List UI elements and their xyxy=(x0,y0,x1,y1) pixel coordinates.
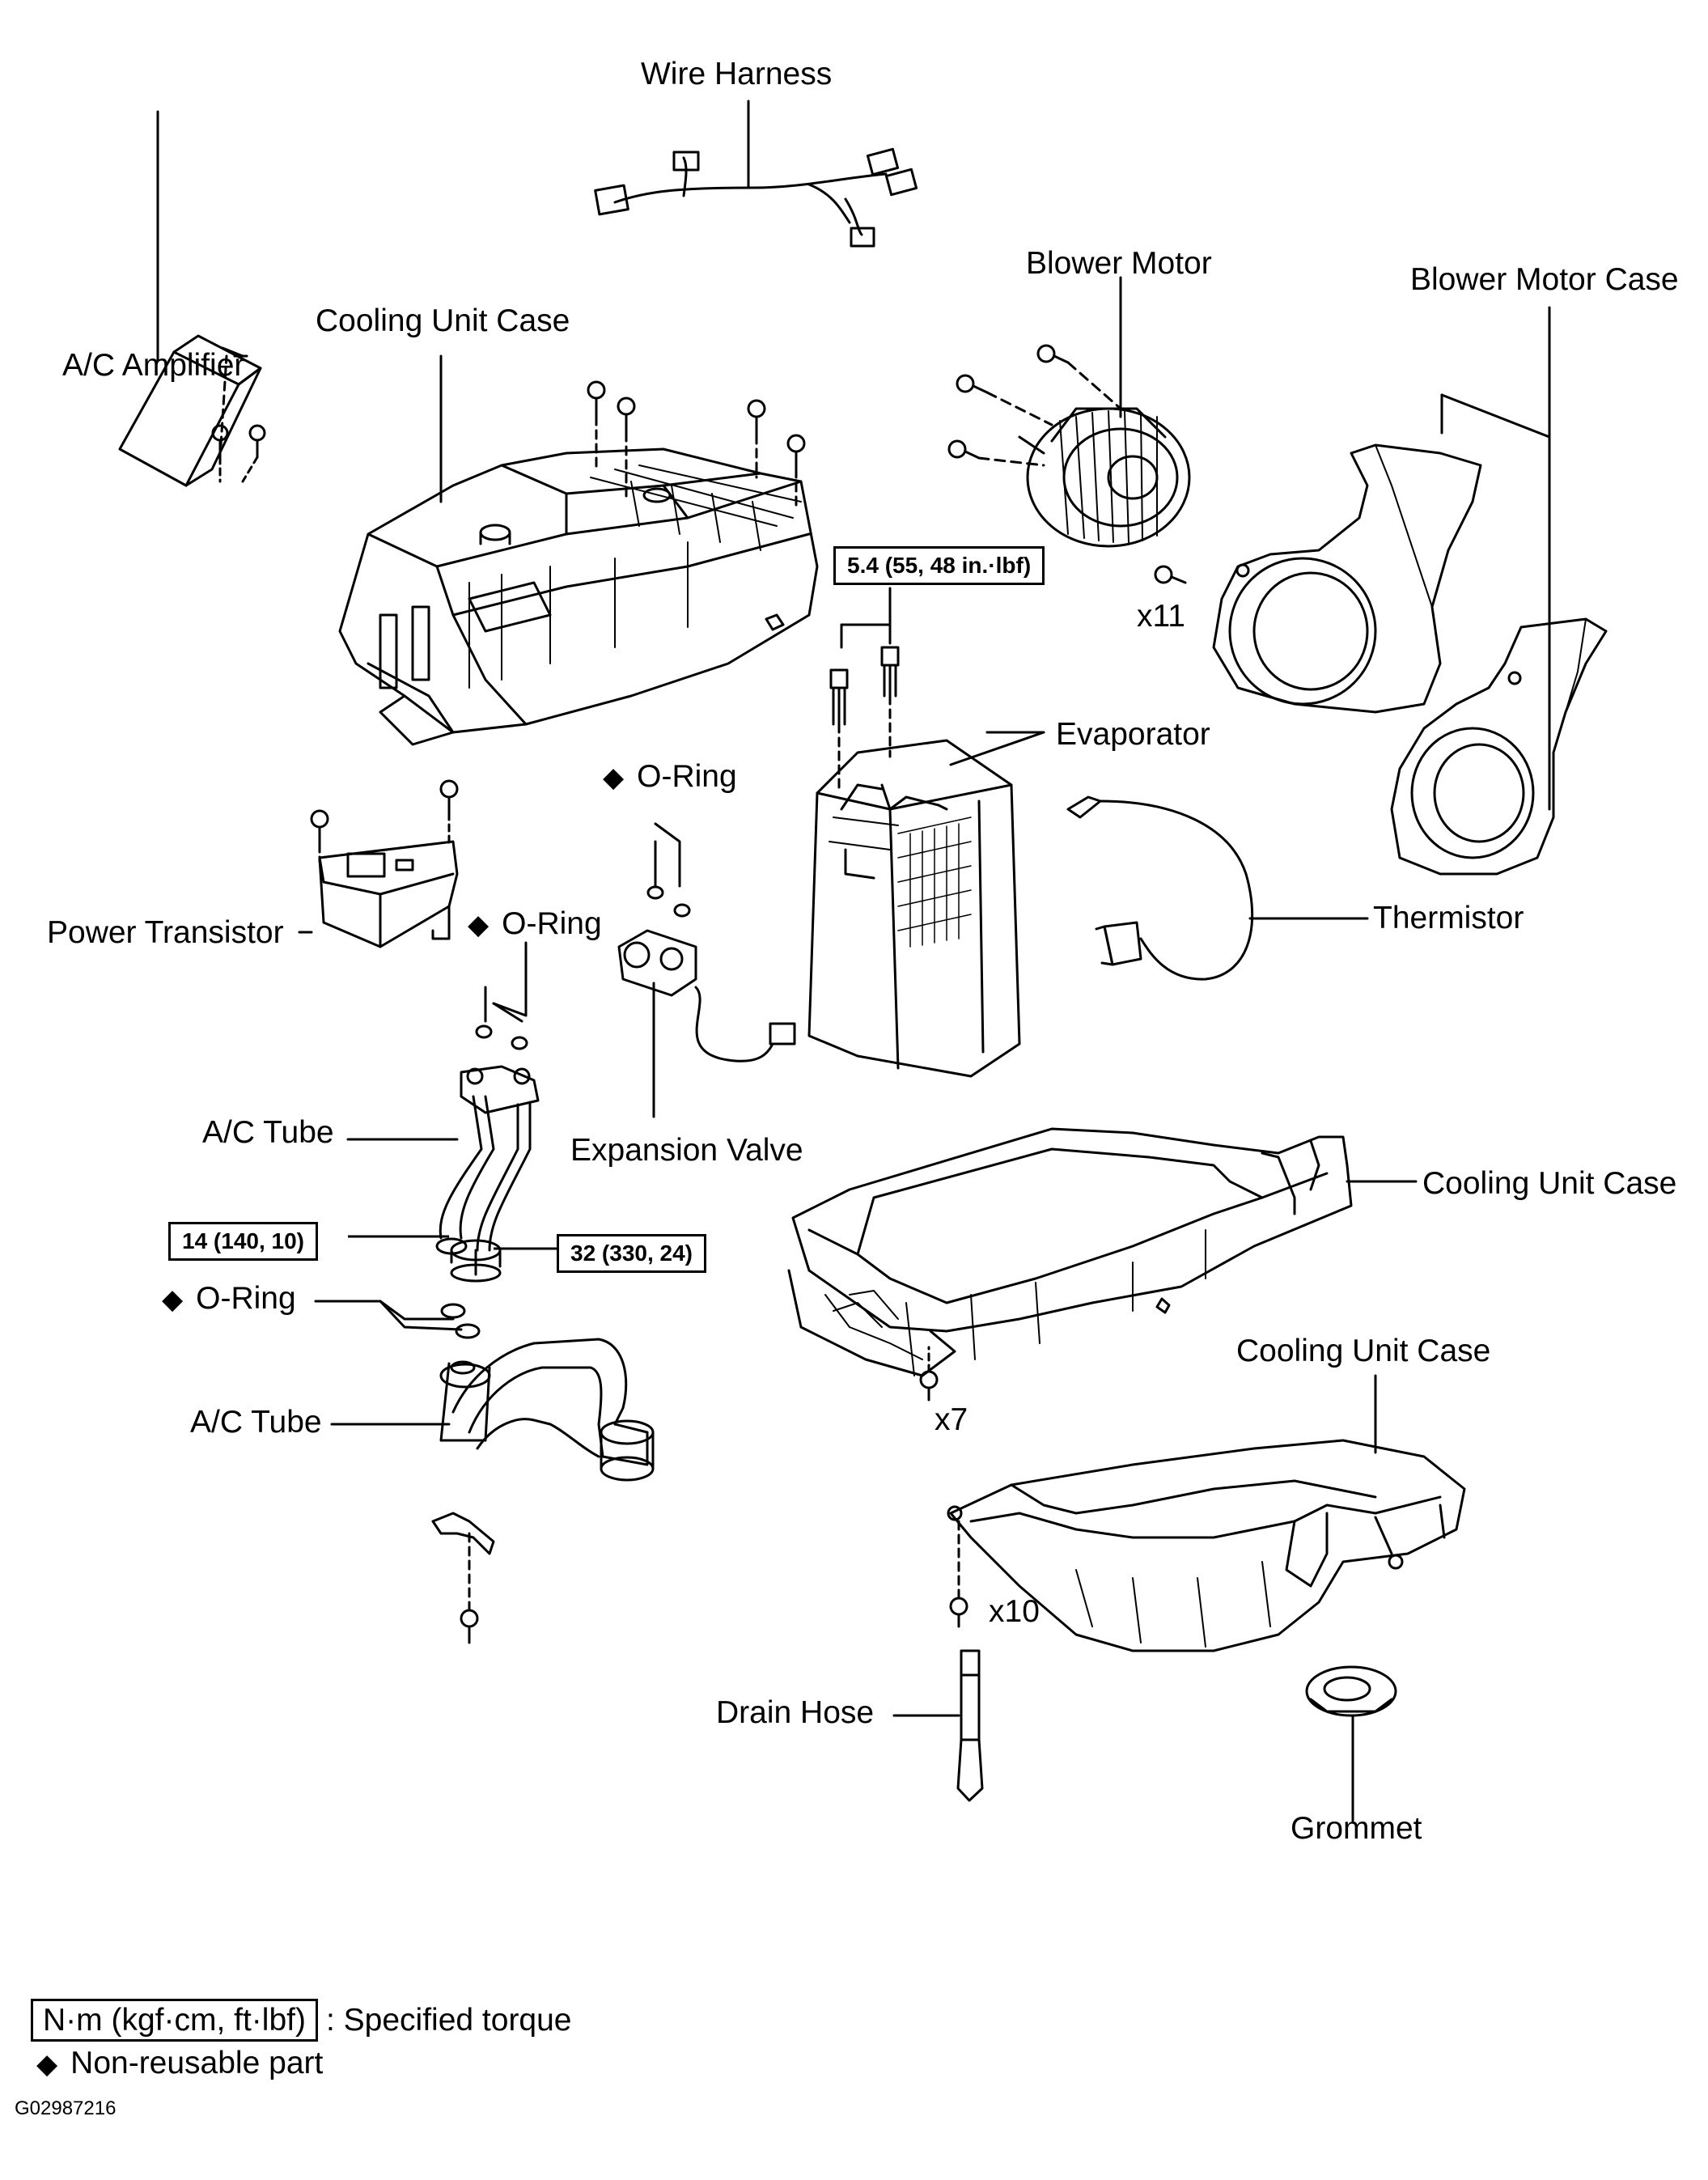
torque-box-evaporator-bolt: 5.4 (55, 48 in.·lbf) xyxy=(833,546,1045,585)
label-x11: x11 xyxy=(1137,599,1185,634)
legend-torque: N·m (kgf·cm, ft·lbf): Specified torque xyxy=(31,1999,572,2042)
label-expansion-valve: Expansion Valve xyxy=(570,1133,803,1168)
blower-motor-case-part xyxy=(1212,306,1608,876)
o-ring-upper-text: O-Ring xyxy=(637,759,737,794)
legend-non-reusable: ◆ Non-reusable part xyxy=(36,2047,323,2079)
non-reusable-symbol: ◆ xyxy=(603,761,625,794)
label-x10: x10 xyxy=(989,1594,1040,1629)
label-evaporator: Evaporator xyxy=(1056,717,1210,752)
label-ac-amplifier: A/C Amplifier xyxy=(62,348,245,383)
torque-box-tube-nut-large: 32 (330, 24) xyxy=(557,1234,706,1273)
label-wire-harness: Wire Harness xyxy=(641,57,833,91)
screw-set-upper-case xyxy=(587,380,806,511)
label-o-ring-middle: ◆ O-Ring xyxy=(468,908,602,939)
tube-clip-part xyxy=(431,1512,495,1644)
cooling-unit-case-middle-part xyxy=(787,1127,1418,1402)
legend-torque-text: : Specified torque xyxy=(325,2003,572,2038)
evaporator-part xyxy=(807,587,1045,1078)
label-x7: x7 xyxy=(935,1402,968,1437)
ac-tube-upper-part xyxy=(346,1065,540,1283)
wire-harness-part xyxy=(594,100,918,248)
legend-non-reusable-text: Non-reusable part xyxy=(70,2046,324,2080)
expansion-valve-part xyxy=(617,929,796,1118)
non-reusable-symbol: ◆ xyxy=(468,909,490,941)
label-grommet: Grommet xyxy=(1291,1811,1422,1846)
label-thermistor: Thermistor xyxy=(1373,901,1524,935)
label-cooling-unit-case-upper: Cooling Unit Case xyxy=(316,303,570,338)
label-blower-motor-case: Blower Motor Case xyxy=(1410,262,1679,297)
o-ring-lower-text: O-Ring xyxy=(196,1281,296,1316)
non-reusable-symbol: ◆ xyxy=(162,1283,184,1316)
ac-amplifier-part xyxy=(118,110,266,487)
cooling-unit-case-lower-part xyxy=(947,1374,1466,1652)
label-blower-motor: Blower Motor xyxy=(1026,246,1212,281)
label-cooling-unit-case-lower: Cooling Unit Case xyxy=(1236,1334,1491,1368)
drain-hose-part xyxy=(892,1649,984,1802)
thermistor-part xyxy=(1066,795,1369,981)
o-ring-lower-part xyxy=(314,1300,481,1339)
o-ring-upper-part xyxy=(646,822,691,918)
non-reusable-symbol: ◆ xyxy=(36,2048,58,2080)
label-ac-tube-upper: A/C Tube xyxy=(202,1115,334,1150)
figure-code: G02987216 xyxy=(15,2097,117,2119)
label-ac-tube-lower: A/C Tube xyxy=(190,1405,322,1440)
o-ring-middle-part xyxy=(475,941,528,1050)
label-cooling-unit-case-middle: Cooling Unit Case xyxy=(1422,1166,1677,1201)
grommet-part xyxy=(1305,1665,1397,1822)
label-drain-hose: Drain Hose xyxy=(716,1695,875,1730)
ac-tube-lower-part xyxy=(330,1338,655,1482)
label-power-transistor: Power Transistor xyxy=(47,915,284,950)
blower-motor-part xyxy=(947,276,1191,584)
label-o-ring-lower: ◆ O-Ring xyxy=(162,1283,296,1314)
cooling-unit-case-upper-part xyxy=(338,354,819,746)
power-transistor-part xyxy=(310,779,459,948)
label-o-ring-upper: ◆ O-Ring xyxy=(603,761,737,792)
torque-box-tube-nut-small: 14 (140, 10) xyxy=(168,1222,318,1261)
o-ring-middle-text: O-Ring xyxy=(502,906,602,941)
legend-torque-unit-box: N·m (kgf·cm, ft·lbf) xyxy=(31,1999,318,2042)
